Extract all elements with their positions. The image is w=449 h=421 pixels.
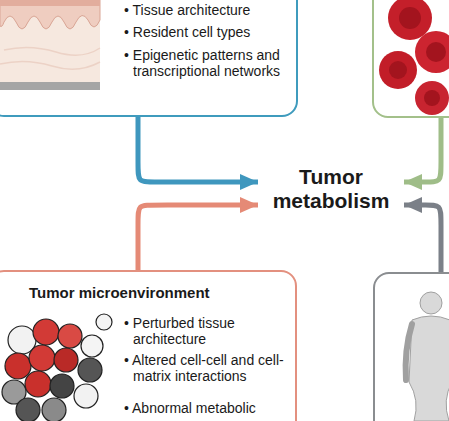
dermis-layer <box>0 0 100 82</box>
cell <box>8 326 36 354</box>
dermis-fiber <box>0 61 100 69</box>
figure-arm <box>406 324 412 380</box>
bullet-text: • Resident cell types <box>124 24 304 40</box>
bullet-text: • Abnormal metabolic <box>124 400 296 416</box>
skin-illustration <box>0 0 100 90</box>
center-label: Tumor metabolism <box>258 165 404 213</box>
epidermis-layer <box>0 0 100 29</box>
cell <box>5 353 31 379</box>
cell <box>25 371 51 397</box>
blood-cell <box>388 0 432 40</box>
cell <box>29 345 55 371</box>
figure-head <box>420 292 442 314</box>
flow-arrow <box>138 117 258 182</box>
blood-cell-center <box>389 61 407 79</box>
cell <box>81 335 103 357</box>
bullet-text: • Epigenetic patterns and transcriptiona… <box>124 47 304 79</box>
blood-cell <box>415 31 449 73</box>
blood-cell-center <box>399 7 421 29</box>
cell <box>58 324 82 348</box>
cell <box>33 319 59 345</box>
cell <box>78 358 102 382</box>
flow-arrow <box>138 205 258 270</box>
blood-cell <box>379 51 417 89</box>
tumor-cells-illustration <box>2 314 112 421</box>
blood-cell-center <box>426 42 446 62</box>
human-figure <box>406 292 449 421</box>
blood-cell <box>415 81 449 115</box>
bullet-text: • Tissue architecture <box>124 2 304 18</box>
center-node: Tumor metabolism <box>258 163 404 215</box>
red-blood-cells <box>379 0 449 115</box>
bullet-text: • Altered cell-cell and cell-matrix inte… <box>124 352 296 384</box>
blood-cell-center <box>424 90 440 106</box>
cell <box>74 384 98 408</box>
figure-body <box>409 316 449 421</box>
category-box: • Tissue architecture• Resident cell typ… <box>0 0 298 117</box>
dermis-fiber <box>4 47 100 55</box>
stratum-corneum <box>0 0 100 6</box>
box-heading: Tumor microenvironment <box>29 284 279 302</box>
cell <box>2 380 26 404</box>
bullet-text: • Perturbed tissue architecture <box>124 315 296 347</box>
cell <box>50 374 74 398</box>
category-box <box>373 272 449 421</box>
cell <box>16 398 40 421</box>
category-box: Tumor microenvironment • Perturbed tissue… <box>0 270 297 421</box>
category-box <box>372 0 449 118</box>
cell <box>54 348 78 372</box>
cell <box>96 314 112 330</box>
subcutis-band <box>0 82 100 90</box>
flow-arrow <box>404 205 441 272</box>
flow-arrow <box>404 118 441 182</box>
cell <box>42 398 66 421</box>
